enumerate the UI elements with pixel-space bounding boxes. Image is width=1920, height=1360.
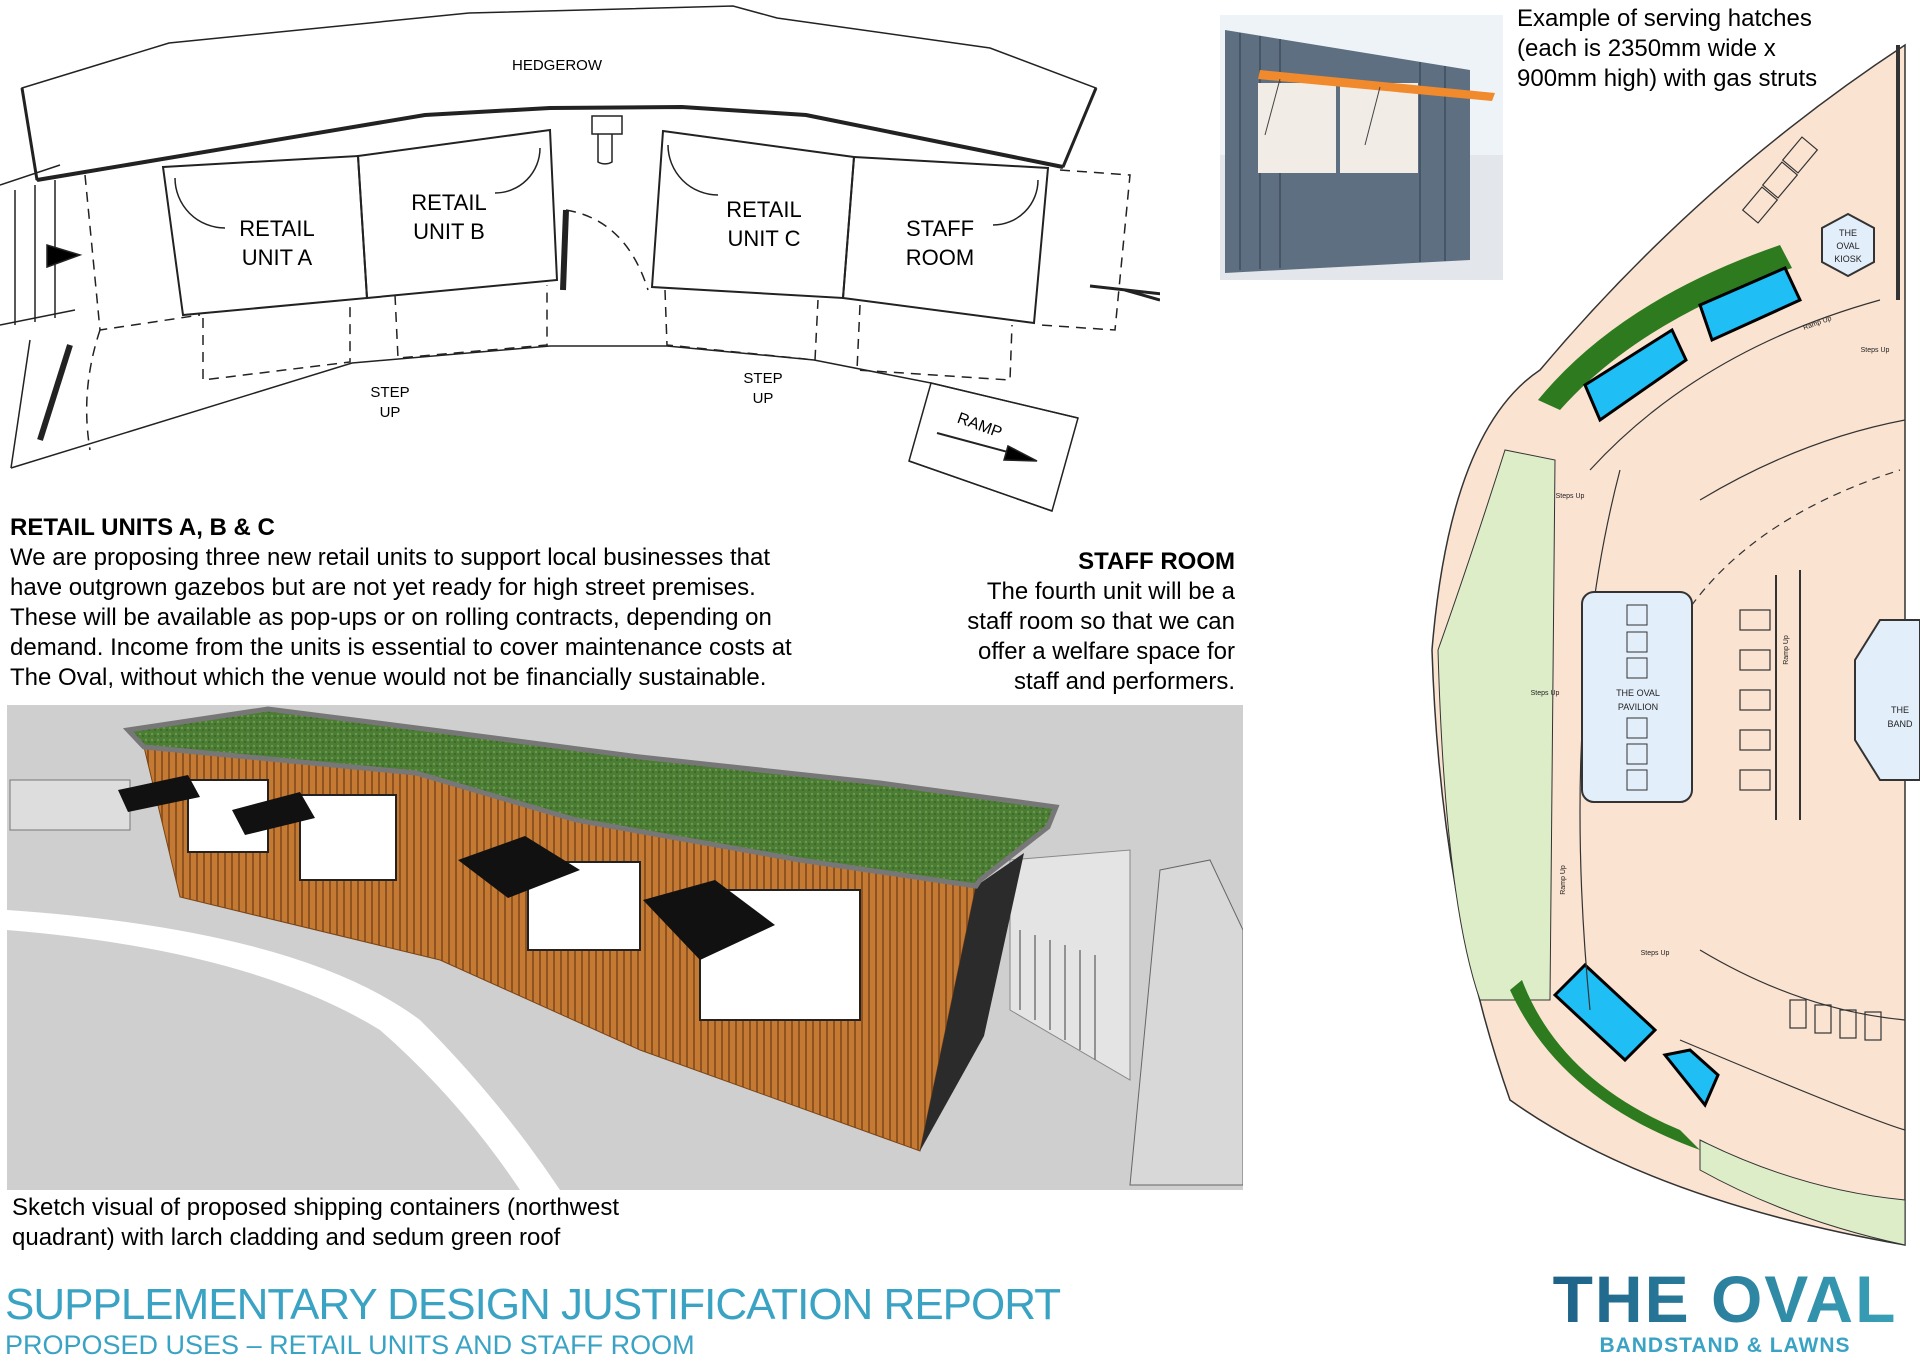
staff-room-heading: STAFF ROOM bbox=[1078, 548, 1235, 575]
step-up-label-2b: UP bbox=[753, 390, 774, 407]
logo-sub-text: BANDSTAND & LAWNS bbox=[1599, 1334, 1851, 1357]
unit-c-label-2: UNIT C bbox=[728, 226, 801, 251]
unit-b-label-1: RETAIL bbox=[411, 190, 486, 215]
retail-units-line: We are proposing three new retail units … bbox=[10, 544, 770, 571]
sketch-caption-line: quadrant) with larch cladding and sedum … bbox=[12, 1224, 561, 1251]
site-plan: THE OVAL KIOSK THE OVAL PAVILION THE BAN… bbox=[1431, 43, 1920, 1246]
floor-plan-drawing: HEDGEROW RETAIL UNIT A RETAIL UNIT B RET… bbox=[0, 5, 1160, 512]
retail-units-line: These will be available as pop-ups or on… bbox=[10, 604, 772, 631]
staff-room-section: STAFF ROOM The fourth unit will be a sta… bbox=[967, 547, 1235, 697]
the-oval-logo: THE OVAL BANDSTAND & LAWNS bbox=[1540, 1264, 1910, 1358]
sketch-caption-line: Sketch visual of proposed shipping conta… bbox=[12, 1194, 620, 1221]
steps-up-label: Steps Up bbox=[1861, 347, 1890, 354]
report-title: SUPPLEMENTARY DESIGN JUSTIFICATION REPOR… bbox=[5, 1280, 1061, 1329]
retail-units-line: have outgrown gazebos but are not yet re… bbox=[10, 574, 756, 601]
seating-benches bbox=[1739, 136, 1882, 1041]
container-end-face bbox=[920, 853, 1024, 1151]
pavilion-label: PAVILION bbox=[1618, 702, 1658, 712]
kiosk-label: OVAL bbox=[1836, 241, 1859, 251]
container-unit bbox=[1662, 1048, 1720, 1108]
kiosk-label: KIOSK bbox=[1834, 254, 1862, 264]
staff-room-line: offer a welfare space for bbox=[977, 638, 1235, 665]
unit-c-label-1: RETAIL bbox=[726, 197, 801, 222]
hatch-caption-line: Example of serving hatches bbox=[1517, 5, 1812, 32]
container-unit bbox=[1583, 327, 1688, 423]
staff-room-line: staff room so that we can bbox=[967, 608, 1235, 635]
staff-room-label-1: STAFF bbox=[906, 216, 974, 241]
ramp-outline bbox=[908, 382, 1079, 512]
unit-a-label-2: UNIT A bbox=[242, 245, 313, 270]
steps-up-label: Steps Up bbox=[1556, 493, 1585, 500]
unit-b-label-2: UNIT B bbox=[413, 219, 485, 244]
staff-room-label-2: ROOM bbox=[906, 245, 974, 270]
retail-units-section: RETAIL UNITS A, B & C We are proposing t… bbox=[10, 513, 792, 693]
retail-units-line: The Oval, without which the venue would … bbox=[10, 664, 767, 691]
retail-units-line: demand. Income from the units is essenti… bbox=[10, 634, 792, 661]
unit-a-label-1: RETAIL bbox=[239, 216, 314, 241]
serving-hatch-photo bbox=[1220, 15, 1503, 280]
step-up-label-1a: STEP bbox=[370, 384, 409, 401]
retail-units-heading: RETAIL UNITS A, B & C bbox=[10, 514, 275, 541]
hatch-caption-line: 900mm high) with gas struts bbox=[1517, 65, 1818, 92]
ramp-label: RAMP bbox=[955, 410, 1004, 442]
bandstand-building bbox=[1854, 619, 1920, 781]
hedge-strip bbox=[1538, 245, 1792, 410]
step-up-label-2a: STEP bbox=[743, 370, 782, 387]
lawn-area bbox=[1437, 449, 1556, 1001]
container-sketch-visual bbox=[7, 705, 1243, 1190]
container-unit bbox=[1698, 266, 1803, 343]
ramp-up-label: Ramp Up bbox=[1783, 635, 1790, 665]
pavilion-building bbox=[1581, 591, 1693, 803]
staff-room-line: staff and performers. bbox=[1014, 668, 1235, 695]
hatch-caption-line: (each is 2350mm wide x bbox=[1517, 35, 1776, 62]
bandstand-label: THE bbox=[1891, 705, 1909, 715]
sketch-caption: Sketch visual of proposed shipping conta… bbox=[12, 1193, 619, 1253]
logo-main-text: THE OVAL bbox=[1540, 1264, 1910, 1334]
retail-unit-b-outline bbox=[356, 128, 559, 300]
staff-room-line: The fourth unit will be a bbox=[986, 578, 1235, 605]
container-unit bbox=[1552, 962, 1658, 1063]
hedgerow-label: HEDGEROW bbox=[512, 57, 603, 74]
steps-up-label: Steps Up bbox=[1531, 690, 1560, 697]
pavilion-label: THE OVAL bbox=[1616, 688, 1660, 698]
staff-room-outline bbox=[841, 155, 1050, 325]
kiosk-building bbox=[1821, 212, 1875, 278]
report-subtitle: PROPOSED USES – RETAIL UNITS AND STAFF R… bbox=[5, 1330, 695, 1360]
sedum-roof bbox=[122, 706, 1060, 889]
hatch-awnings bbox=[118, 775, 775, 960]
hatch-caption: Example of serving hatches (each is 2350… bbox=[1517, 4, 1817, 94]
bandstand-label: BAND bbox=[1887, 719, 1913, 729]
step-up-label-1b: UP bbox=[380, 404, 401, 421]
steps-up-label: Steps Up bbox=[1641, 950, 1670, 957]
kiosk-label: THE bbox=[1839, 228, 1857, 238]
ramp-up-label: Ramp Up bbox=[1560, 865, 1567, 895]
